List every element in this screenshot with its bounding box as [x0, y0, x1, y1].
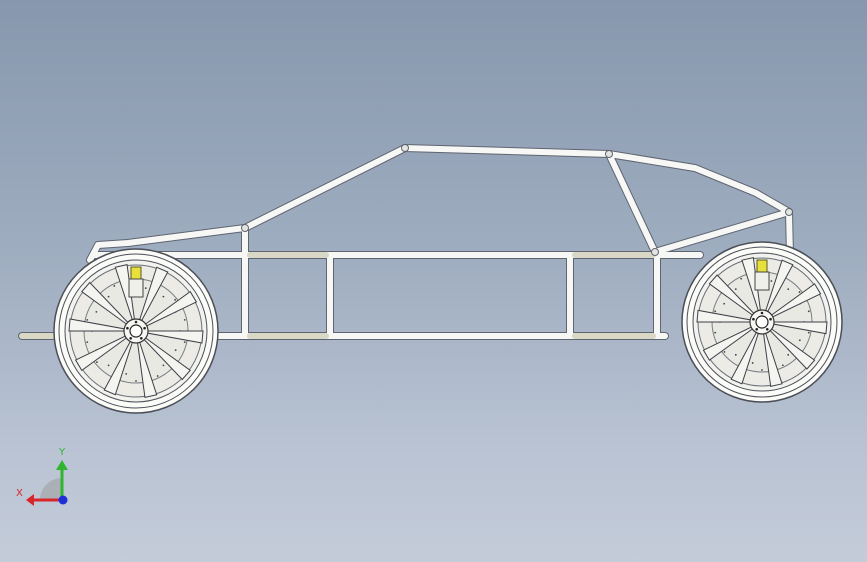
disc-hole	[86, 341, 89, 344]
disc-hole	[86, 318, 89, 321]
rear-wheel[interactable]	[681, 241, 843, 403]
disc-hole	[807, 310, 810, 313]
disc-hole	[734, 288, 737, 291]
tire-inner-edge	[686, 246, 838, 398]
z-axis-dot	[58, 495, 68, 505]
caliper-body	[128, 278, 144, 298]
disc-hole	[761, 369, 763, 371]
tire-inner-edge	[58, 253, 214, 409]
disc-hole	[107, 364, 110, 367]
disc-hole	[162, 364, 165, 367]
triad-quarter-disc	[40, 478, 62, 500]
lug-nut	[760, 311, 764, 315]
hub-center	[755, 315, 769, 329]
disc-hole	[714, 331, 717, 334]
disc-hole	[714, 310, 717, 313]
view-orientation-triad: Y X	[16, 447, 68, 506]
lug-nut	[126, 326, 129, 330]
disc-hole	[798, 291, 801, 293]
tube-frame[interactable]	[18, 143, 795, 340]
disc-hole	[125, 372, 128, 375]
disc-hole	[798, 339, 801, 342]
lug-nut	[752, 317, 755, 321]
disc-hole	[751, 362, 754, 364]
disc-hole	[723, 302, 726, 305]
disc-hole	[770, 280, 773, 282]
x-axis-label: X	[16, 488, 23, 499]
front-wheel[interactable]	[53, 248, 219, 414]
disc-hole	[183, 318, 186, 321]
disc-hole	[734, 353, 737, 356]
disc-hole	[787, 353, 790, 356]
disc-hole	[183, 341, 186, 344]
disc-hole	[95, 311, 98, 313]
disc-hole	[781, 364, 784, 367]
caliper-body	[754, 271, 770, 291]
disc-hole	[807, 331, 810, 334]
disc-hole	[174, 349, 177, 351]
lug-nut	[134, 320, 138, 324]
lug-nut	[755, 327, 759, 331]
hub-center	[129, 324, 143, 338]
disc-hole	[740, 277, 743, 280]
lug-nut	[129, 336, 133, 340]
disc-hole	[135, 380, 137, 382]
disc-hole	[156, 375, 159, 377]
y-axis-arrowhead	[56, 460, 68, 470]
x-axis-arrowhead	[26, 494, 34, 506]
lug-nut	[139, 336, 143, 340]
disc-hole	[107, 295, 110, 298]
y-axis-label: Y	[58, 447, 66, 458]
disc-hole	[144, 287, 147, 290]
disc-hole	[723, 351, 726, 353]
disc-hole	[787, 288, 790, 291]
disc-hole	[174, 298, 176, 301]
lug-nut	[143, 326, 146, 330]
lug-nut	[769, 317, 772, 321]
lug-nut	[765, 327, 769, 331]
disc-hole	[96, 361, 98, 364]
disc-hole	[113, 285, 116, 287]
disc-hole	[162, 295, 165, 298]
